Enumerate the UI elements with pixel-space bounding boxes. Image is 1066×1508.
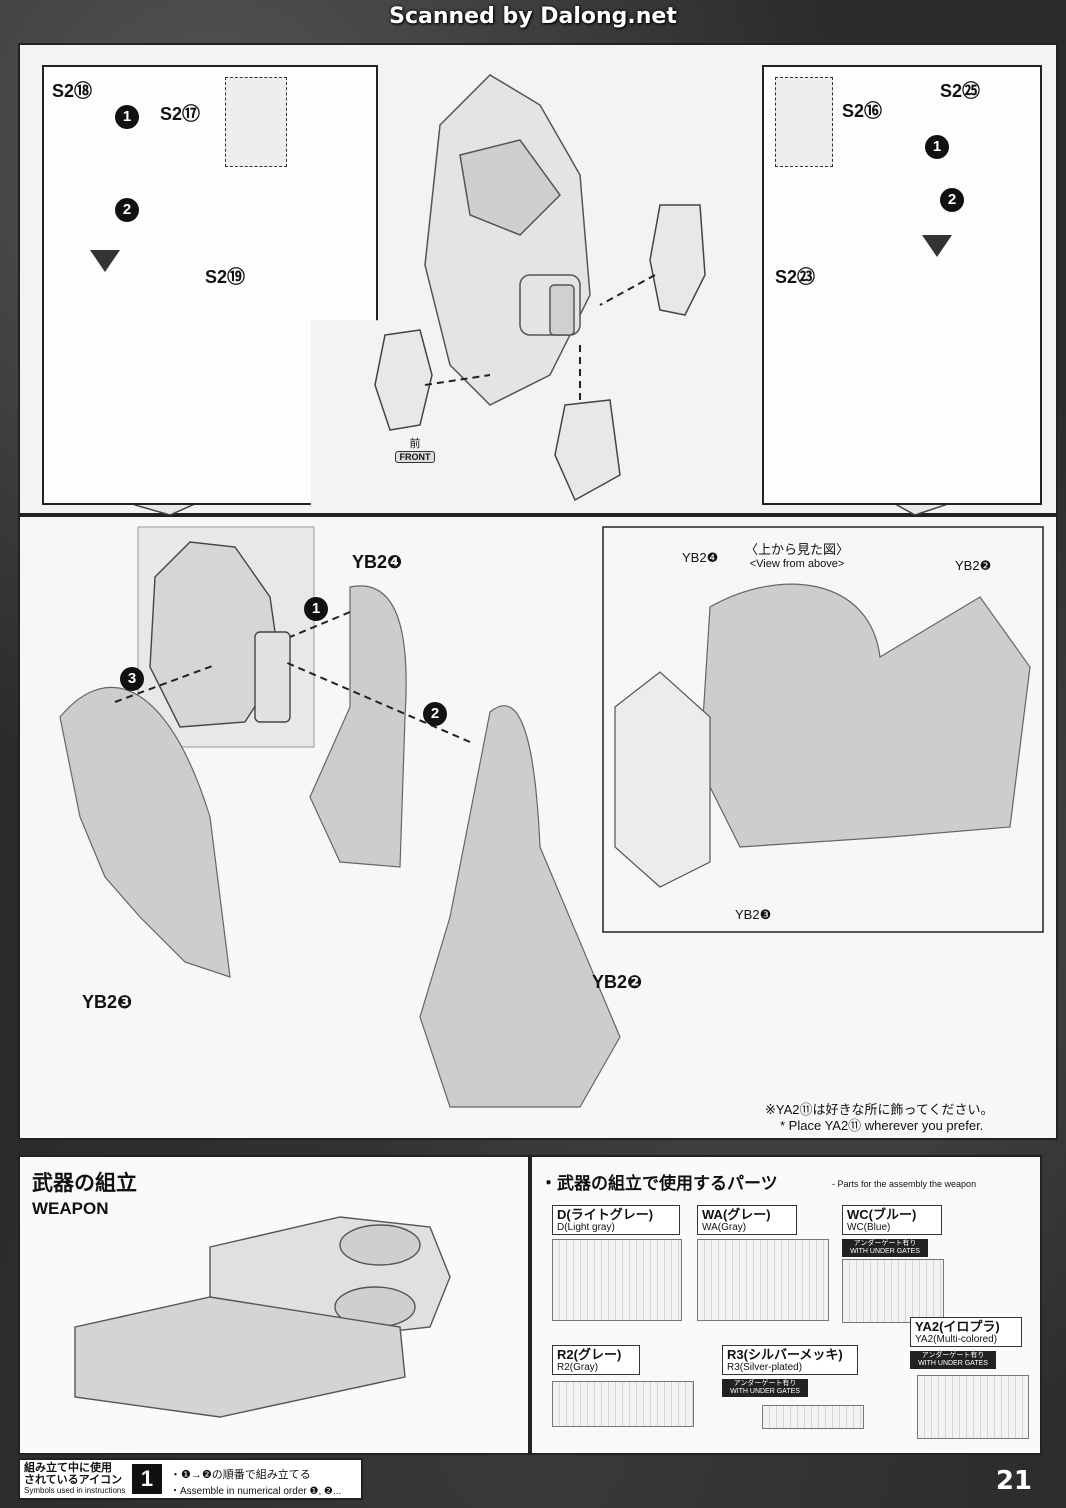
- above-label-yb2-3: YB2❸: [735, 907, 772, 922]
- under-gate-badge: アンダーゲート有り WITH UNDER GATES: [722, 1379, 808, 1397]
- parts-title-en: - Parts for the assembly the weapon: [832, 1179, 977, 1189]
- part-label-s2-25: S2㉕: [940, 81, 981, 101]
- sheet-name: WC(ブルー): [847, 1207, 917, 1222]
- parts-title-jp: ・武器の組立で使用するパーツ: [540, 1174, 778, 1193]
- scan-credit: Scanned by Dalong.net: [389, 4, 677, 29]
- parts-sheet-r2: R2(グレー) R2(Gray): [552, 1345, 640, 1375]
- part-label-s2-16: S2⑯: [842, 101, 883, 121]
- sheet-name: YA2(イロプラ): [915, 1319, 1000, 1334]
- part-label-yb2-4: YB2❹: [352, 552, 403, 572]
- view-from-above-title: 〈上から見た図〉 <View from above>: [745, 539, 849, 570]
- sheet-name: WA(グレー): [702, 1207, 771, 1222]
- legend-title-en: Symbols used in instructions: [24, 1486, 126, 1495]
- placement-note-jp: ※YA2⑪は好きな所に飾ってください。: [765, 1102, 994, 1117]
- parts-sheet-wc: WC(ブルー) WC(Blue): [842, 1205, 942, 1235]
- detail-callout-box: [225, 77, 287, 167]
- parts-sheet-r3: R3(シルバーメッキ) R3(Silver-plated): [722, 1345, 858, 1375]
- page-number: 21: [995, 1466, 1032, 1496]
- legend-desc-jp: ・❶→❷の順番で組み立てる: [170, 1469, 311, 1481]
- sheet-sub: WA(Gray): [702, 1222, 747, 1233]
- sheet-sub: R3(Silver-plated): [727, 1362, 803, 1373]
- step-badge-2: 2: [115, 198, 139, 222]
- part-label-yb2-3: YB2❸: [82, 992, 133, 1012]
- weapon-title-en: WEAPON: [32, 1199, 109, 1218]
- step-badge-3: 3: [120, 667, 144, 691]
- weapon-title-jp: 武器の組立: [32, 1172, 137, 1195]
- detail-callout-box: [775, 77, 833, 167]
- sprue-thumbnail-r2: [552, 1381, 694, 1427]
- above-label-yb2-2: YB2❷: [955, 558, 992, 573]
- sheet-name: R2(グレー): [557, 1347, 622, 1362]
- step-badge-1: 1: [925, 135, 949, 159]
- view-from-above-en: <View from above>: [749, 558, 845, 570]
- view-from-above-jp: 〈上から見た図〉: [745, 542, 850, 557]
- top-assembly-panel: S2⑱ S2⑰ S2⑲ 1 2 S2㉕ S2⑯ S2㉓ 1 2 前 FRONT: [18, 43, 1058, 516]
- part-label-yb2-2: YB2❷: [592, 972, 643, 992]
- part-label-s2-19: S2⑲: [205, 267, 246, 287]
- sheet-name: R3(シルバーメッキ): [727, 1347, 843, 1362]
- front-label: FRONT: [395, 451, 435, 463]
- step-badge-2: 2: [423, 702, 447, 726]
- sprue-thumbnail-ya2: [917, 1375, 1029, 1439]
- step-badge-1: 1: [115, 105, 139, 129]
- front-kanji: 前: [409, 438, 421, 450]
- step-order-icon: 1: [132, 1464, 162, 1494]
- legend-desc-en: ・Assemble in numerical order ❶, ❷...: [170, 1486, 342, 1497]
- step-order-number: 1: [140, 1466, 154, 1491]
- weapon-parts-panel: ・武器の組立で使用するパーツ - Parts for the assembly …: [530, 1155, 1042, 1455]
- step-badge-1: 1: [304, 597, 328, 621]
- down-arrow-icon: [922, 235, 952, 257]
- sheet-sub: R2(Gray): [557, 1362, 599, 1373]
- part-label-s2-18: S2⑱: [52, 81, 93, 101]
- sheet-name: D(ライトグレー): [557, 1207, 654, 1222]
- parts-sheet-ya2: YA2(イロプラ) YA2(Multi-colored): [910, 1317, 1022, 1347]
- weapon-illustration: [74, 1216, 451, 1418]
- sprue-thumbnail-wc: [842, 1259, 944, 1323]
- cape-assembly-panel: YB2❹ YB2❸ YB2❷ 1 2 3 〈上から見た図〉 <View from…: [18, 515, 1058, 1140]
- under-gate-badge: アンダーゲート有り WITH UNDER GATES: [910, 1351, 996, 1369]
- under-gate-badge: アンダーゲート有り WITH UNDER GATES: [842, 1239, 928, 1257]
- above-label-yb2-4: YB2❹: [682, 550, 719, 565]
- placement-note-en: * Place YA2⑪ wherever you prefer.: [780, 1118, 984, 1133]
- legend-title-jp-1: 組み立て中に使用: [24, 1462, 112, 1474]
- sheet-sub: WC(Blue): [847, 1222, 891, 1233]
- sprue-thumbnail-wa: [697, 1239, 829, 1321]
- part-label-s2-17: S2⑰: [160, 104, 201, 124]
- sprue-thumbnail-r3: [762, 1405, 864, 1429]
- sprue-thumbnail-d: [552, 1239, 682, 1321]
- front-direction-icon: 前 FRONT: [395, 435, 435, 463]
- cape-illustration: [59, 526, 1044, 1108]
- weapon-assembly-panel: 武器の組立 WEAPON: [18, 1155, 530, 1455]
- step-badge-2: 2: [940, 188, 964, 212]
- legend-title: 組み立て中に使用 されているアイコン Symbols used in instr…: [24, 1462, 128, 1496]
- down-arrow-icon: [90, 250, 120, 272]
- icon-legend: 組み立て中に使用 されているアイコン Symbols used in instr…: [18, 1458, 363, 1500]
- parts-sheet-wa: WA(グレー) WA(Gray): [697, 1205, 797, 1235]
- part-label-s2-23: S2㉓: [775, 267, 816, 287]
- legend-title-jp-2: されているアイコン: [24, 1474, 123, 1486]
- sheet-sub: YA2(Multi-colored): [915, 1334, 998, 1345]
- sheet-sub: D(Light gray): [557, 1222, 615, 1233]
- parts-sheet-d: D(ライトグレー) D(Light gray): [552, 1205, 680, 1235]
